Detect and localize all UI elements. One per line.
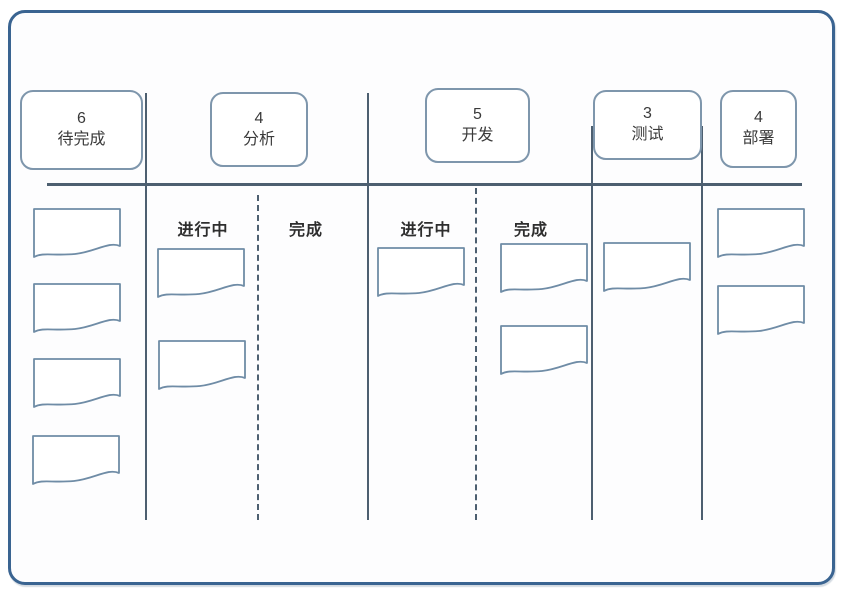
document-card-icon [717, 208, 805, 258]
column-count: 3 [643, 105, 652, 123]
column-label: 待完成 [57, 131, 106, 148]
column-label: 测试 [631, 126, 664, 143]
task-card-todo[interactable] [32, 435, 120, 487]
task-card-todo[interactable] [33, 283, 121, 335]
document-card-icon [717, 285, 805, 335]
document-card-icon [500, 243, 588, 293]
column-header-todo: 6 待完成 [20, 90, 143, 170]
document-card-icon [500, 325, 588, 375]
column-label: 分析 [242, 130, 275, 148]
column-separator-analysis-development [367, 93, 369, 520]
header-separator-line [47, 183, 802, 186]
task-card-todo[interactable] [33, 358, 121, 410]
document-card-icon [33, 283, 121, 333]
column-count: 5 [473, 105, 482, 123]
document-card-icon [377, 247, 465, 297]
document-card-icon [157, 248, 245, 298]
document-card-icon [33, 358, 121, 408]
column-separator-testing-deployment [701, 126, 703, 520]
column-count: 6 [77, 110, 86, 128]
column-label: 开发 [461, 126, 494, 144]
column-header-testing: 3 测试 [593, 90, 702, 160]
document-card-icon [32, 435, 120, 485]
task-card-todo[interactable] [33, 208, 121, 260]
column-separator-development-testing [591, 126, 593, 520]
task-card-development-done[interactable] [500, 243, 588, 295]
column-count: 4 [754, 109, 763, 127]
column-header-deployment: 4 部署 [720, 90, 797, 168]
sublane-label-development-done: 完成 [513, 222, 548, 239]
column-count: 4 [254, 109, 264, 127]
task-card-development-wip[interactable] [377, 247, 465, 299]
document-card-icon [33, 208, 121, 258]
column-header-development: 5 开发 [425, 88, 530, 163]
sublane-label-development-wip: 进行中 [400, 222, 452, 239]
task-card-analysis-wip[interactable] [158, 340, 246, 392]
sublane-divider-development-dashed [475, 188, 477, 520]
task-card-analysis-wip[interactable] [157, 248, 245, 300]
document-card-icon [158, 340, 246, 390]
sublane-label-analysis-wip: 进行中 [177, 222, 229, 239]
task-card-development-done[interactable] [500, 325, 588, 377]
sublane-label-analysis-done: 完成 [288, 222, 323, 239]
task-card-deployment[interactable] [717, 285, 805, 337]
task-card-deployment[interactable] [717, 208, 805, 260]
column-header-analysis: 4 分析 [210, 92, 308, 167]
column-separator-todo-analysis [145, 93, 147, 520]
task-card-testing[interactable] [603, 242, 691, 294]
column-label: 部署 [742, 130, 775, 147]
sublane-divider-analysis-dashed [257, 195, 259, 520]
document-card-icon [603, 242, 691, 292]
